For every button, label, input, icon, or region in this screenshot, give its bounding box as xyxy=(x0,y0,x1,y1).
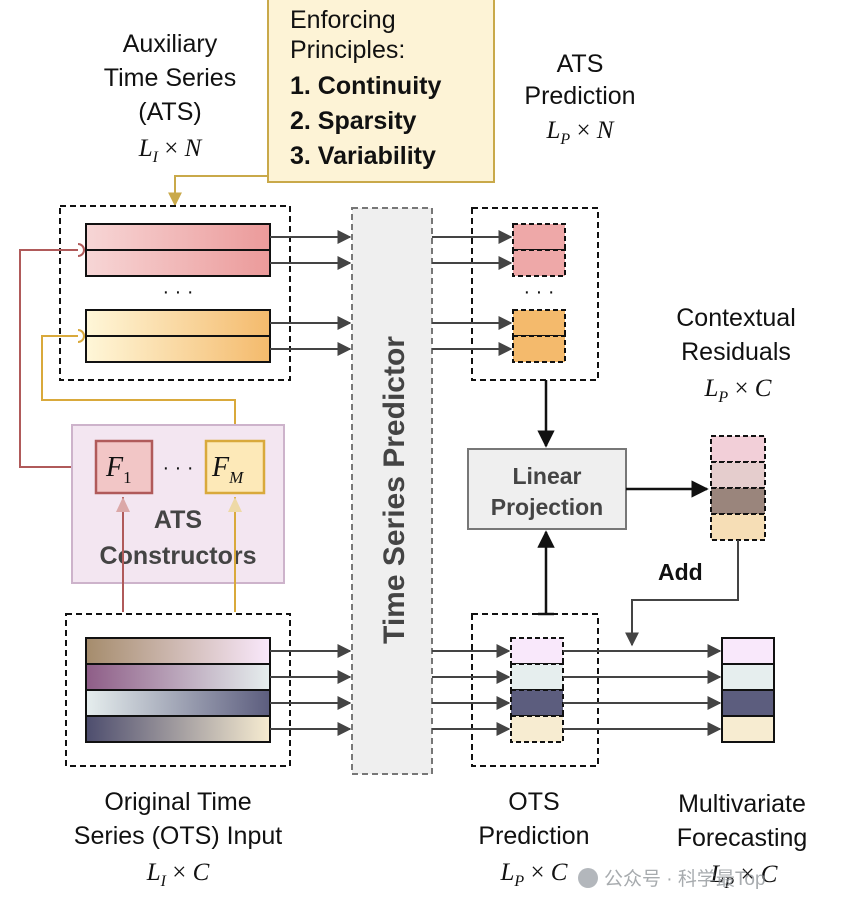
watermark: 公众号 · 科学最Top xyxy=(578,868,766,890)
constructors-title-line-2: Constructors xyxy=(100,542,257,570)
ots-prediction-title: OTS Prediction LP × C xyxy=(478,788,589,890)
residuals-title-line-2: Residuals xyxy=(681,338,791,366)
constructor-fm xyxy=(204,439,266,495)
predictor-to-ats-pred-arrows xyxy=(432,230,513,356)
ots-prediction-dims: LP × C xyxy=(500,859,568,890)
principles-box: Enforcing Principles: 1. Continuity 2. S… xyxy=(267,0,495,183)
constructor-f1-label: F1 xyxy=(105,452,132,487)
ots-input-dims: LI × C xyxy=(146,859,210,890)
forecasting-title-line-2: Forecasting xyxy=(677,824,808,852)
forecasting-dims: LP × C xyxy=(710,861,778,892)
forecasting-title-line-1: Multivariate xyxy=(678,790,806,818)
ots-prediction-title-line-2: Prediction xyxy=(478,822,589,850)
ats-prediction-title: ATS Prediction LP × N xyxy=(524,50,635,148)
principle-continuity: 1. Continuity xyxy=(290,72,441,100)
ats-to-predictor-arrows xyxy=(270,230,352,356)
ats-title-line-3: (ATS) xyxy=(138,98,201,126)
ots-input-title-line-1: Original Time xyxy=(104,788,251,816)
linear-projection-line-1: Linear xyxy=(512,463,581,489)
linear-projection-box: Linear Projection xyxy=(467,448,627,530)
add-connector xyxy=(625,540,739,647)
ats-container xyxy=(59,205,291,381)
ats-title-line-1: Auxiliary xyxy=(123,30,218,58)
add-label: Add xyxy=(658,559,703,585)
wechat-icon xyxy=(578,868,598,888)
ats-series-orange xyxy=(85,309,271,363)
ots-prediction-series xyxy=(510,637,564,743)
ots-input-title-line-2: Series (OTS) Input xyxy=(74,822,282,850)
principle-variability: 3. Variability xyxy=(290,142,436,170)
ots-prediction-container xyxy=(471,613,599,767)
ots-input-series xyxy=(85,637,271,743)
ats-prediction-container xyxy=(471,207,599,381)
principles-connector xyxy=(168,175,268,207)
forecast-series xyxy=(721,637,775,743)
ots-prediction-title-line-1: OTS xyxy=(508,788,559,816)
forecasting-title: Multivariate Forecasting LP × C xyxy=(677,790,808,892)
time-series-predictor: Time Series Predictor xyxy=(351,207,433,775)
f1-feedback-line xyxy=(19,249,96,468)
ats-series-red xyxy=(85,223,271,277)
watermark-text: 公众号 · 科学最Top xyxy=(604,868,766,890)
linear-projection-line-2: Projection xyxy=(491,494,603,520)
ats-constructors: F1 · · · FM ATS Constructors xyxy=(71,424,285,584)
contextual-residuals-title: Contextual Residuals LP × C xyxy=(676,304,796,406)
residuals-dims: LP × C xyxy=(704,375,772,406)
ats-dims: LI × N xyxy=(138,135,203,166)
constructor-dots: · · · xyxy=(162,457,193,479)
ots-to-predictor-arrows xyxy=(270,644,352,736)
ats-title: Auxiliary Time Series (ATS) LI × N xyxy=(104,30,236,166)
ats-dots: · · · xyxy=(162,281,193,303)
ats-prediction-series xyxy=(512,223,566,363)
ots-input-container xyxy=(65,613,291,767)
predictor-label: Time Series Predictor xyxy=(378,336,411,644)
principle-sparsity: 2. Sparsity xyxy=(290,107,417,135)
ats-prediction-dims: LP × N xyxy=(546,117,615,148)
principles-title: Enforcing xyxy=(290,6,396,34)
constructors-title-line-1: ATS xyxy=(154,506,202,534)
predictor-to-ots-pred-arrows xyxy=(432,644,511,736)
residuals-title-line-1: Contextual xyxy=(676,304,796,332)
ots-pred-to-forecast-arrows xyxy=(563,644,722,736)
constructor-f1 xyxy=(94,439,154,495)
ats-prediction-title-line-2: Prediction xyxy=(524,82,635,110)
fm-feedback-line xyxy=(41,335,236,440)
ots-input-title: Original Time Series (OTS) Input LI × C xyxy=(74,788,282,890)
contextual-residuals-series xyxy=(710,435,766,541)
constructor-fm-label: FM xyxy=(211,452,244,487)
ats-prediction-dots: · · · xyxy=(523,281,554,303)
principles-title-2: Principles: xyxy=(290,36,405,64)
ats-title-line-2: Time Series xyxy=(104,64,236,92)
ats-prediction-title-line-1: ATS xyxy=(557,50,604,78)
